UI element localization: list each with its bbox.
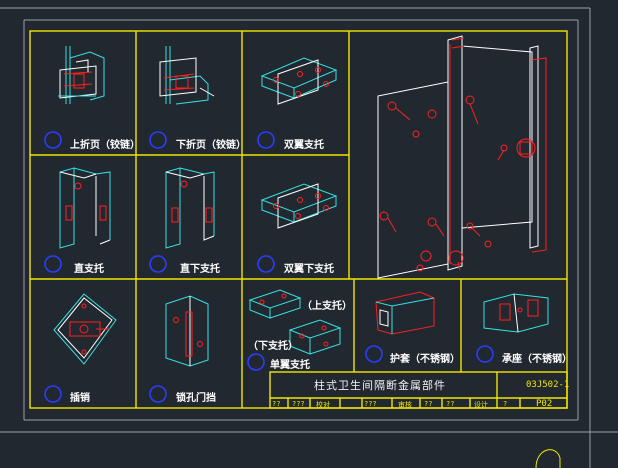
latch-drawing: [53, 293, 117, 365]
label-lower-hinge: 下折页（铰链）: [176, 140, 246, 151]
title-block-cell-4: ???: [364, 400, 377, 408]
label-latch: 插销: [70, 393, 90, 404]
callout-lower-support: （下支托）: [248, 341, 298, 352]
sheet-border: [0, 7, 618, 468]
frame-grid: [29, 30, 568, 409]
sleeve-drawing: [375, 291, 435, 335]
label-straight-lower-support: 直下支托: [180, 264, 220, 275]
title-block-cell-7: ??: [446, 400, 455, 408]
lower-hinge-drawing: [159, 46, 215, 105]
title-block-cell-5: 审核: [398, 401, 412, 409]
marker-circles: [44, 131, 494, 403]
label-straight-support: 直支托: [74, 264, 104, 275]
title-block-cell-1: ??: [272, 400, 281, 408]
double-wing-support-drawing: [260, 57, 338, 105]
title-block-cell-2: ???: [292, 400, 305, 408]
socket-drawing: [483, 293, 549, 333]
title-block-cell-8: 设计: [474, 401, 488, 409]
title-block-code: 03J502-1: [526, 380, 570, 390]
single-wing-support-drawing: [248, 289, 342, 355]
straight-lower-support-drawing: [165, 167, 215, 249]
title-block-cell-6: ??: [424, 400, 433, 408]
double-wing-lower-support-drawing: [260, 183, 338, 229]
upper-hinge-drawing: [58, 46, 105, 104]
label-double-wing-support: 双翼支托: [284, 140, 324, 151]
label-door-stop: 锁孔门挡: [176, 393, 216, 404]
title-block-title: 柱式卫生间隔断金属部件: [314, 379, 446, 392]
label-double-wing-lower-support: 双翼下支托: [284, 264, 334, 275]
title-block-cell-9: ?: [503, 400, 508, 408]
label-single-wing-support: 单翼支托: [270, 360, 310, 371]
label-upper-hinge: 上折页（铰链）: [70, 140, 140, 151]
door-stop-drawing: [165, 295, 209, 367]
assembly-view-drawing: [377, 35, 547, 279]
title-block-cell-3: 校对: [316, 401, 330, 409]
label-socket: 承座（不锈钢）: [502, 354, 572, 365]
title-block-page: P02: [536, 399, 553, 409]
label-sleeve: 护套（不锈钢）: [390, 354, 460, 365]
callout-upper-support: （上支托）: [302, 301, 352, 312]
straight-support-drawing: [59, 167, 111, 249]
